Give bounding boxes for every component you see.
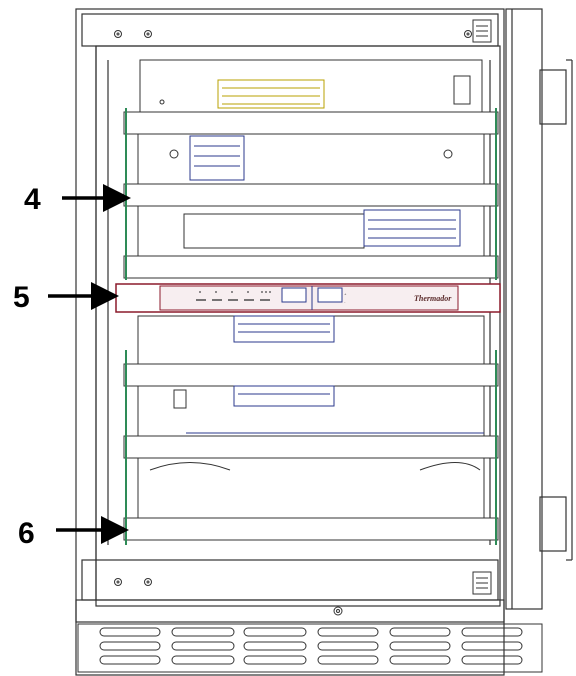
shelf-rails	[125, 108, 497, 545]
svg-text:+: +	[344, 292, 347, 296]
callout-6-number: 6	[18, 517, 35, 550]
shelf-5	[123, 435, 499, 459]
callout-4: 4	[24, 183, 131, 216]
callout-5-number: 5	[13, 281, 30, 314]
shelf-group	[123, 111, 499, 541]
interior-compartments	[137, 133, 485, 519]
bottom-grille	[77, 623, 543, 673]
hinges	[472, 19, 492, 595]
shelf-2	[123, 255, 499, 279]
brand-label: Thermador	[414, 294, 452, 303]
cabinet-outline	[75, 8, 505, 676]
callout-5: 5	[13, 281, 119, 314]
shelf-4	[123, 183, 499, 207]
svg-text:–: –	[344, 300, 346, 304]
temp-display-right	[317, 287, 343, 303]
callout-6: 6	[18, 516, 129, 550]
temp-display-left	[281, 287, 307, 303]
shelf-3	[123, 363, 499, 387]
door-frame	[505, 8, 573, 610]
shelf-6	[123, 517, 499, 541]
top-fan-housing	[139, 59, 483, 113]
shelf-1	[123, 111, 499, 135]
callout-4-number: 4	[24, 183, 41, 216]
control-indicator-dots	[199, 291, 271, 293]
top-screws	[114, 30, 472, 616]
control-panel: + – Thermador	[115, 283, 501, 313]
